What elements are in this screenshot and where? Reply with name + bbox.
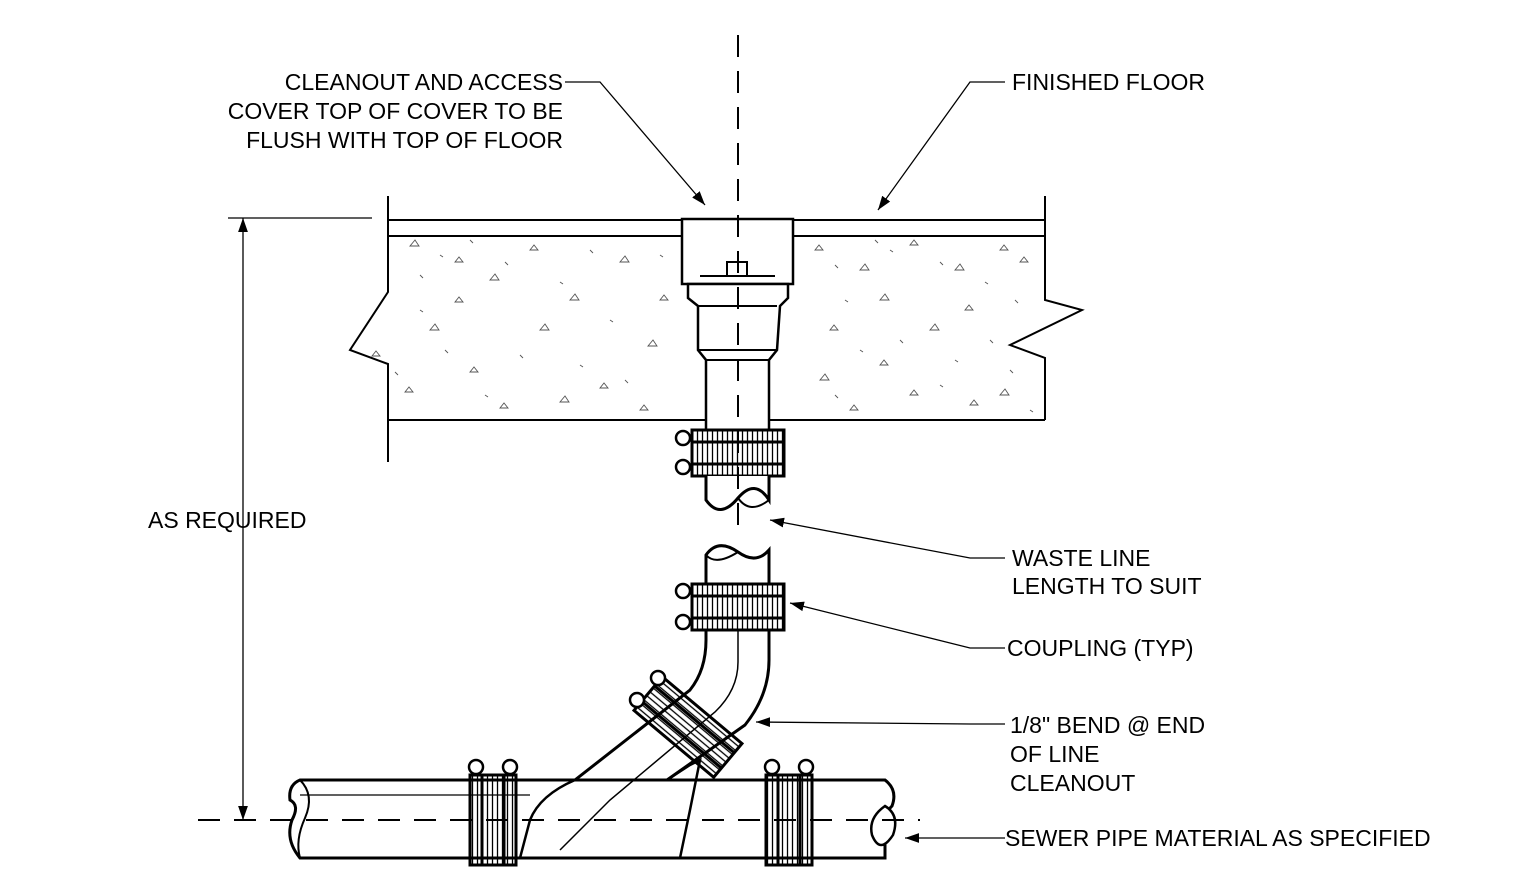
finished-floor-label: FINISHED FLOOR: [1012, 69, 1205, 95]
as-required-dimension: [228, 217, 372, 820]
bend-label-line2: OF LINE: [1010, 741, 1099, 767]
waste-line-label-line2: LENGTH TO SUIT: [1012, 573, 1202, 599]
bend-coupling-bolt: [628, 691, 646, 709]
sewer-pipe-label: SEWER PIPE MATERIAL AS SPECIFIED: [1005, 825, 1431, 851]
sewer-coupling-right: [763, 758, 815, 867]
bend-coupling-bolt: [649, 669, 667, 687]
upper-coupling: [674, 428, 786, 478]
lower-pipe-stub: [704, 544, 771, 584]
bend-label-line1: 1/8" BEND @ END: [1010, 712, 1205, 738]
cleanout-label-line2: COVER TOP OF COVER TO BE: [228, 98, 563, 124]
as-required-label: AS REQUIRED: [148, 507, 306, 533]
cleanout-label-line3: FLUSH WITH TOP OF FLOOR: [246, 127, 563, 153]
sewer-coupling-left: [467, 758, 519, 867]
concrete-aggregate: [371, 239, 1034, 413]
cleanout-label-line1: CLEANOUT AND ACCESS: [285, 69, 563, 95]
coupling-label: COUPLING (TYP): [1007, 635, 1194, 661]
leaders: [565, 81, 1005, 843]
lower-coupling: [674, 582, 786, 632]
waste-line-label-line1: WASTE LINE: [1012, 545, 1150, 571]
upper-pipe-stub: [704, 476, 771, 511]
cleanout-fitting: [680, 217, 795, 432]
bend-label-line3: CLEANOUT: [1010, 770, 1135, 796]
bend-coupling: [631, 674, 745, 780]
